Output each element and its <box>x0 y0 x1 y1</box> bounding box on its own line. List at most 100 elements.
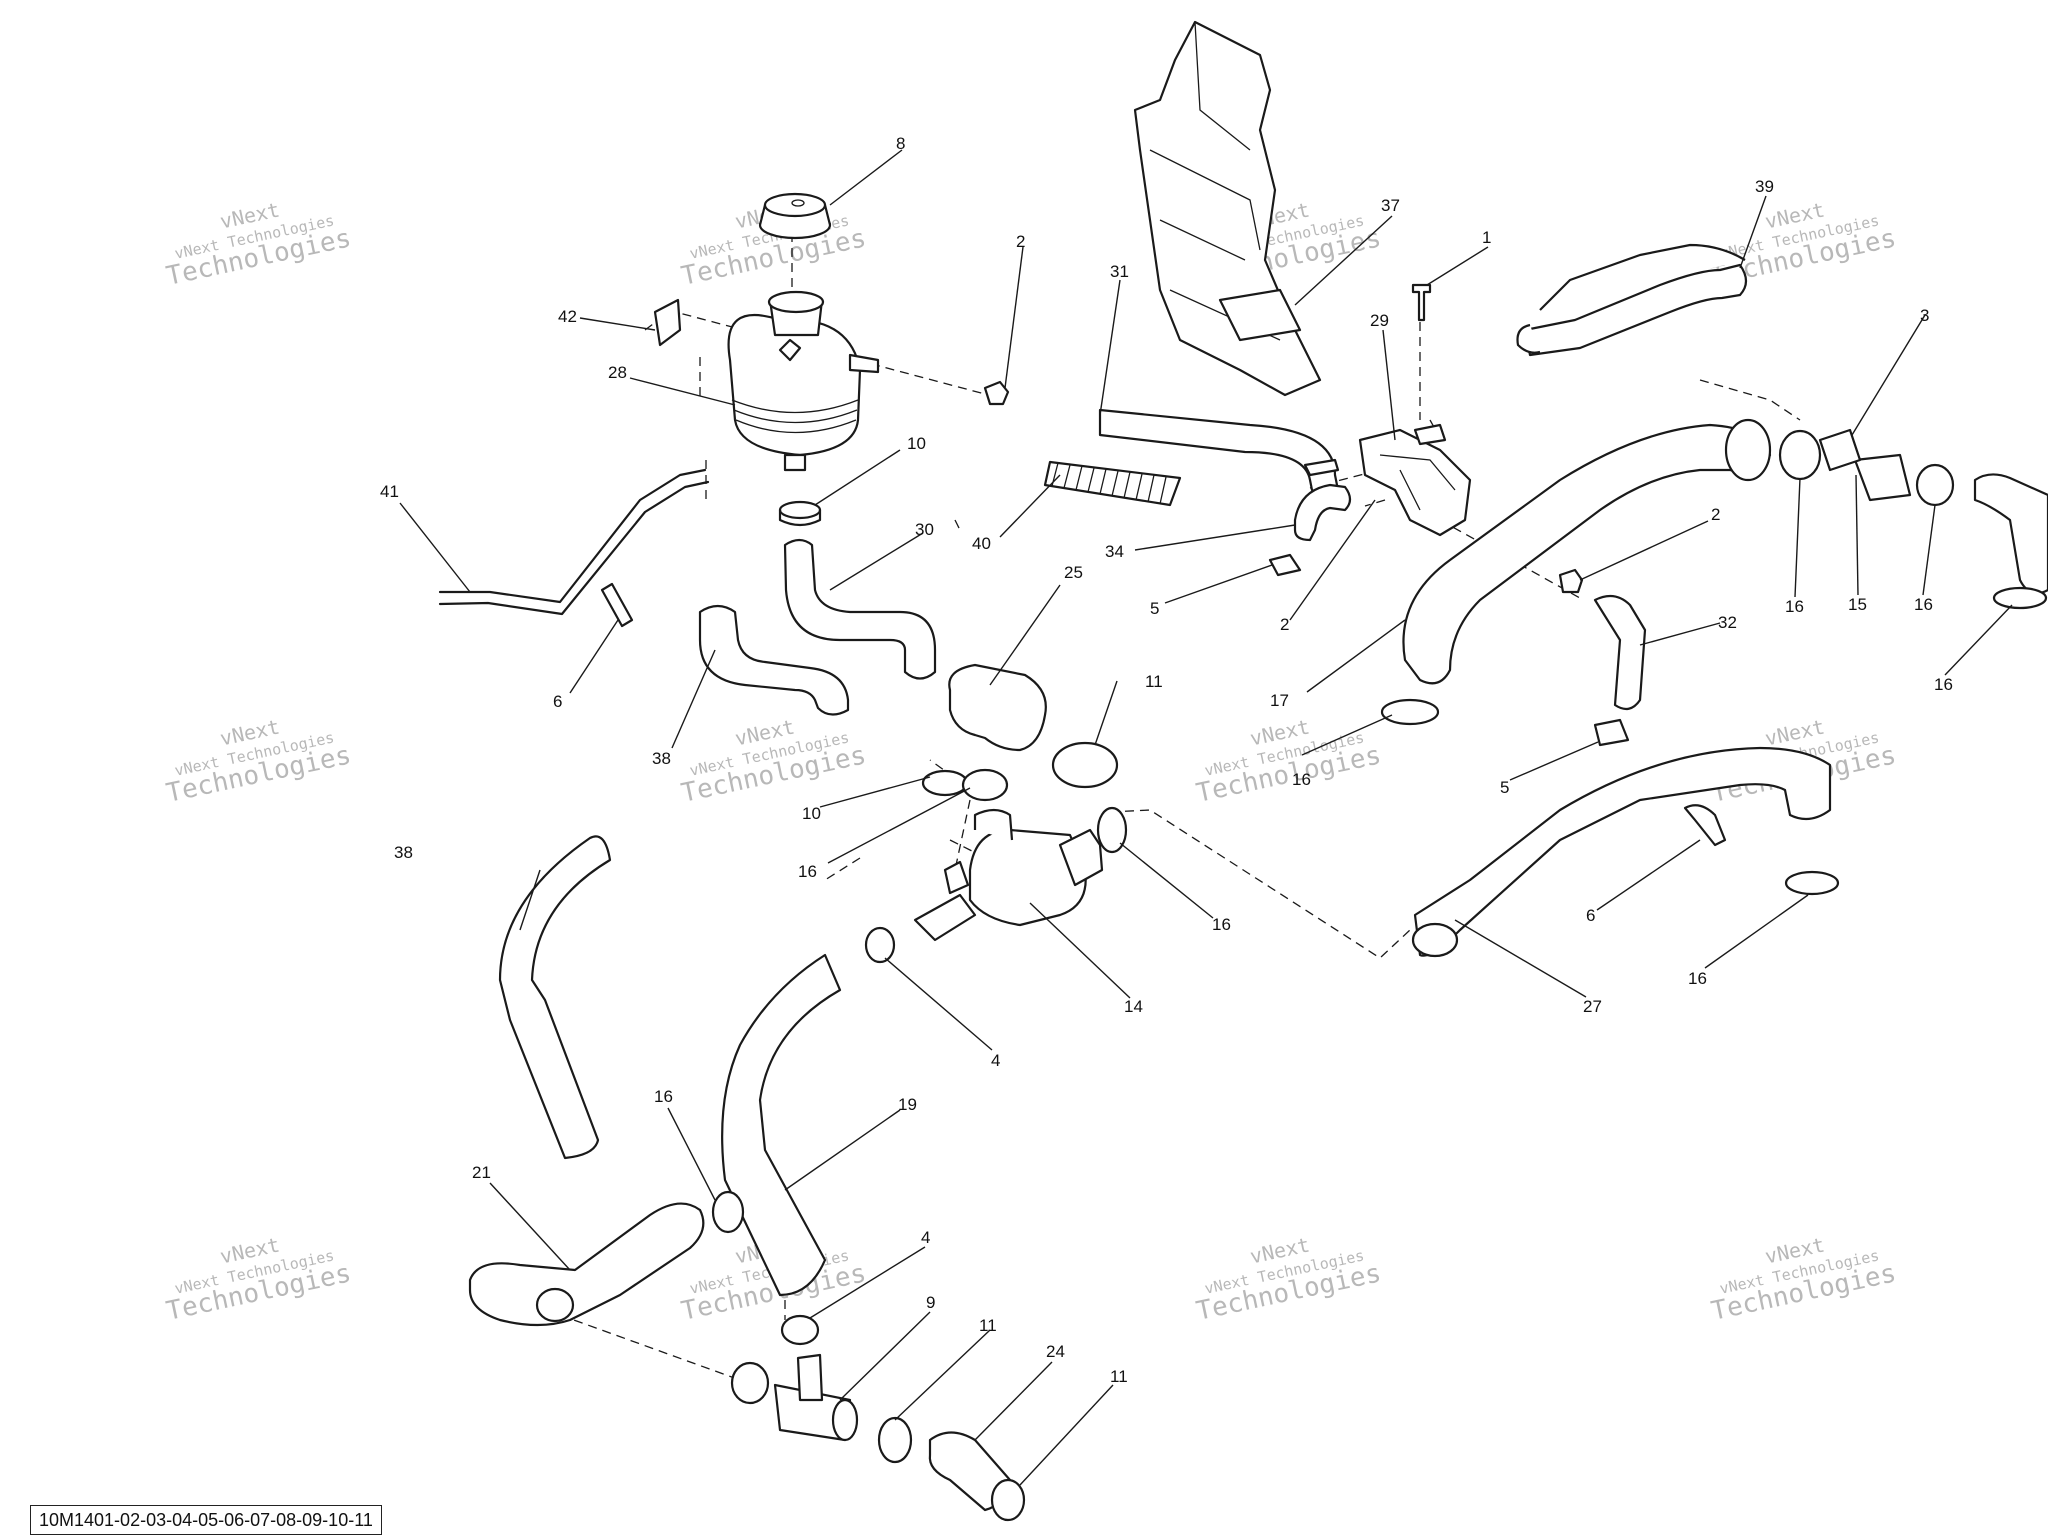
callout-16: 16 <box>1688 969 1707 988</box>
callout-34: 34 <box>1105 542 1124 561</box>
callout-11: 11 <box>1110 1367 1128 1386</box>
leader-lines <box>399 149 2013 1486</box>
callout-16: 16 <box>1785 597 1804 616</box>
part-16-clamp <box>1915 463 1955 507</box>
callout-8: 8 <box>896 134 905 153</box>
part-16-clamp <box>1778 429 1822 481</box>
part-42-tag <box>653 298 682 347</box>
part-27-hose-end <box>1411 922 1459 958</box>
part-10-clamp <box>921 769 969 797</box>
part-elbow-right <box>1973 473 2048 595</box>
part-10-clamp <box>778 500 822 527</box>
callout-10: 10 <box>907 434 926 453</box>
callout-5: 5 <box>1500 778 1509 797</box>
callout-4: 4 <box>991 1051 1000 1070</box>
callout-42: 42 <box>558 307 577 326</box>
part-17-hose-end <box>1724 418 1772 482</box>
part-6-clip <box>1683 804 1727 847</box>
callout-16: 16 <box>1292 770 1311 789</box>
callout-16: 16 <box>798 862 817 881</box>
callout-28: 28 <box>608 363 627 382</box>
callout-41: 41 <box>380 482 399 501</box>
callout-5: 5 <box>1150 599 1159 618</box>
callout-15: 15 <box>1848 595 1867 614</box>
callout-11: 11 <box>979 1316 997 1335</box>
part-16-clamp <box>1096 806 1128 854</box>
callout-2: 2 <box>1016 232 1025 251</box>
part-14-thermostat-housing <box>913 808 1104 942</box>
part-38-hose-upper <box>698 604 850 716</box>
callout-17: 17 <box>1270 691 1289 710</box>
callout-2: 2 <box>1280 615 1289 634</box>
callout-27: 27 <box>1583 997 1602 1016</box>
part-16-clamp <box>961 768 1009 802</box>
callout-25: 25 <box>1064 563 1083 582</box>
part-37-bracket <box>1133 20 1322 397</box>
part-40-corrugated-hose <box>1043 460 1182 507</box>
part-6-clip <box>600 582 634 628</box>
part-15-fitting <box>1818 428 1912 502</box>
part-5-clip <box>1268 553 1302 577</box>
callout-16: 16 <box>654 1087 673 1106</box>
callout-6: 6 <box>553 692 562 711</box>
part-34-hose <box>1293 483 1352 542</box>
callout-16: 16 <box>1934 675 1953 694</box>
callout-39: 39 <box>1755 177 1774 196</box>
part-4-clamp <box>780 1314 820 1346</box>
callout-14: 14 <box>1124 997 1143 1016</box>
part-38-hose-lower <box>498 835 612 1160</box>
part-27-hose <box>1413 746 1832 957</box>
callout-1: 1 <box>1482 228 1491 247</box>
callout-32: 32 <box>1718 613 1737 632</box>
callout-labels: 8 42 28 41 6 10 30 38 2 31 40 25 11 10 1… <box>380 134 1953 1386</box>
callout-24: 24 <box>1046 1342 1065 1361</box>
callout-4: 4 <box>921 1228 930 1247</box>
part-16-clamp <box>1784 870 1840 896</box>
part-5-clip <box>1593 718 1630 747</box>
callout-3: 3 <box>1920 306 1929 325</box>
part-9-tee-fitting <box>773 1353 859 1442</box>
part-11-clamp <box>990 1478 1026 1522</box>
part-1-bolt <box>1411 283 1432 322</box>
part-30-hose <box>783 538 937 680</box>
callout-16: 16 <box>1914 595 1933 614</box>
part-clamp-left <box>730 1361 770 1405</box>
part-16-clamp <box>1992 586 2048 610</box>
part-2-nut <box>983 380 1010 406</box>
callout-6: 6 <box>1586 906 1595 925</box>
callout-2: 2 <box>1711 505 1720 524</box>
callout-37: 37 <box>1381 196 1400 215</box>
part-16-clamp <box>1380 698 1440 726</box>
part-39-hoses <box>1516 243 1748 357</box>
part-2-nut <box>1558 568 1584 594</box>
part-21-hose-end <box>535 1287 575 1323</box>
callout-11: 11 <box>1145 672 1163 691</box>
part-41-overflow-tube <box>438 468 710 616</box>
document-id-label: 10M1401-02-03-04-05-06-07-08-09-10-11 <box>30 1505 382 1535</box>
part-11-clamp <box>877 1416 913 1464</box>
part-4-clamp <box>864 926 896 964</box>
callout-16: 16 <box>1212 915 1231 934</box>
callout-19: 19 <box>898 1095 917 1114</box>
callout-38: 38 <box>652 749 671 768</box>
part-17-large-hose <box>1402 423 1772 685</box>
part-32-hose <box>1593 594 1647 711</box>
part-25-elbow <box>948 663 1047 752</box>
callout-21: 21 <box>472 1163 491 1182</box>
callout-40: 40 <box>972 534 991 553</box>
part-28-expansion-tank <box>727 290 880 472</box>
part-8-cap <box>758 192 832 240</box>
part-21-hose <box>468 1202 705 1327</box>
part-19-hose <box>721 953 842 1297</box>
part-11-clamp <box>1051 741 1119 789</box>
part-29-valve <box>1303 423 1472 537</box>
